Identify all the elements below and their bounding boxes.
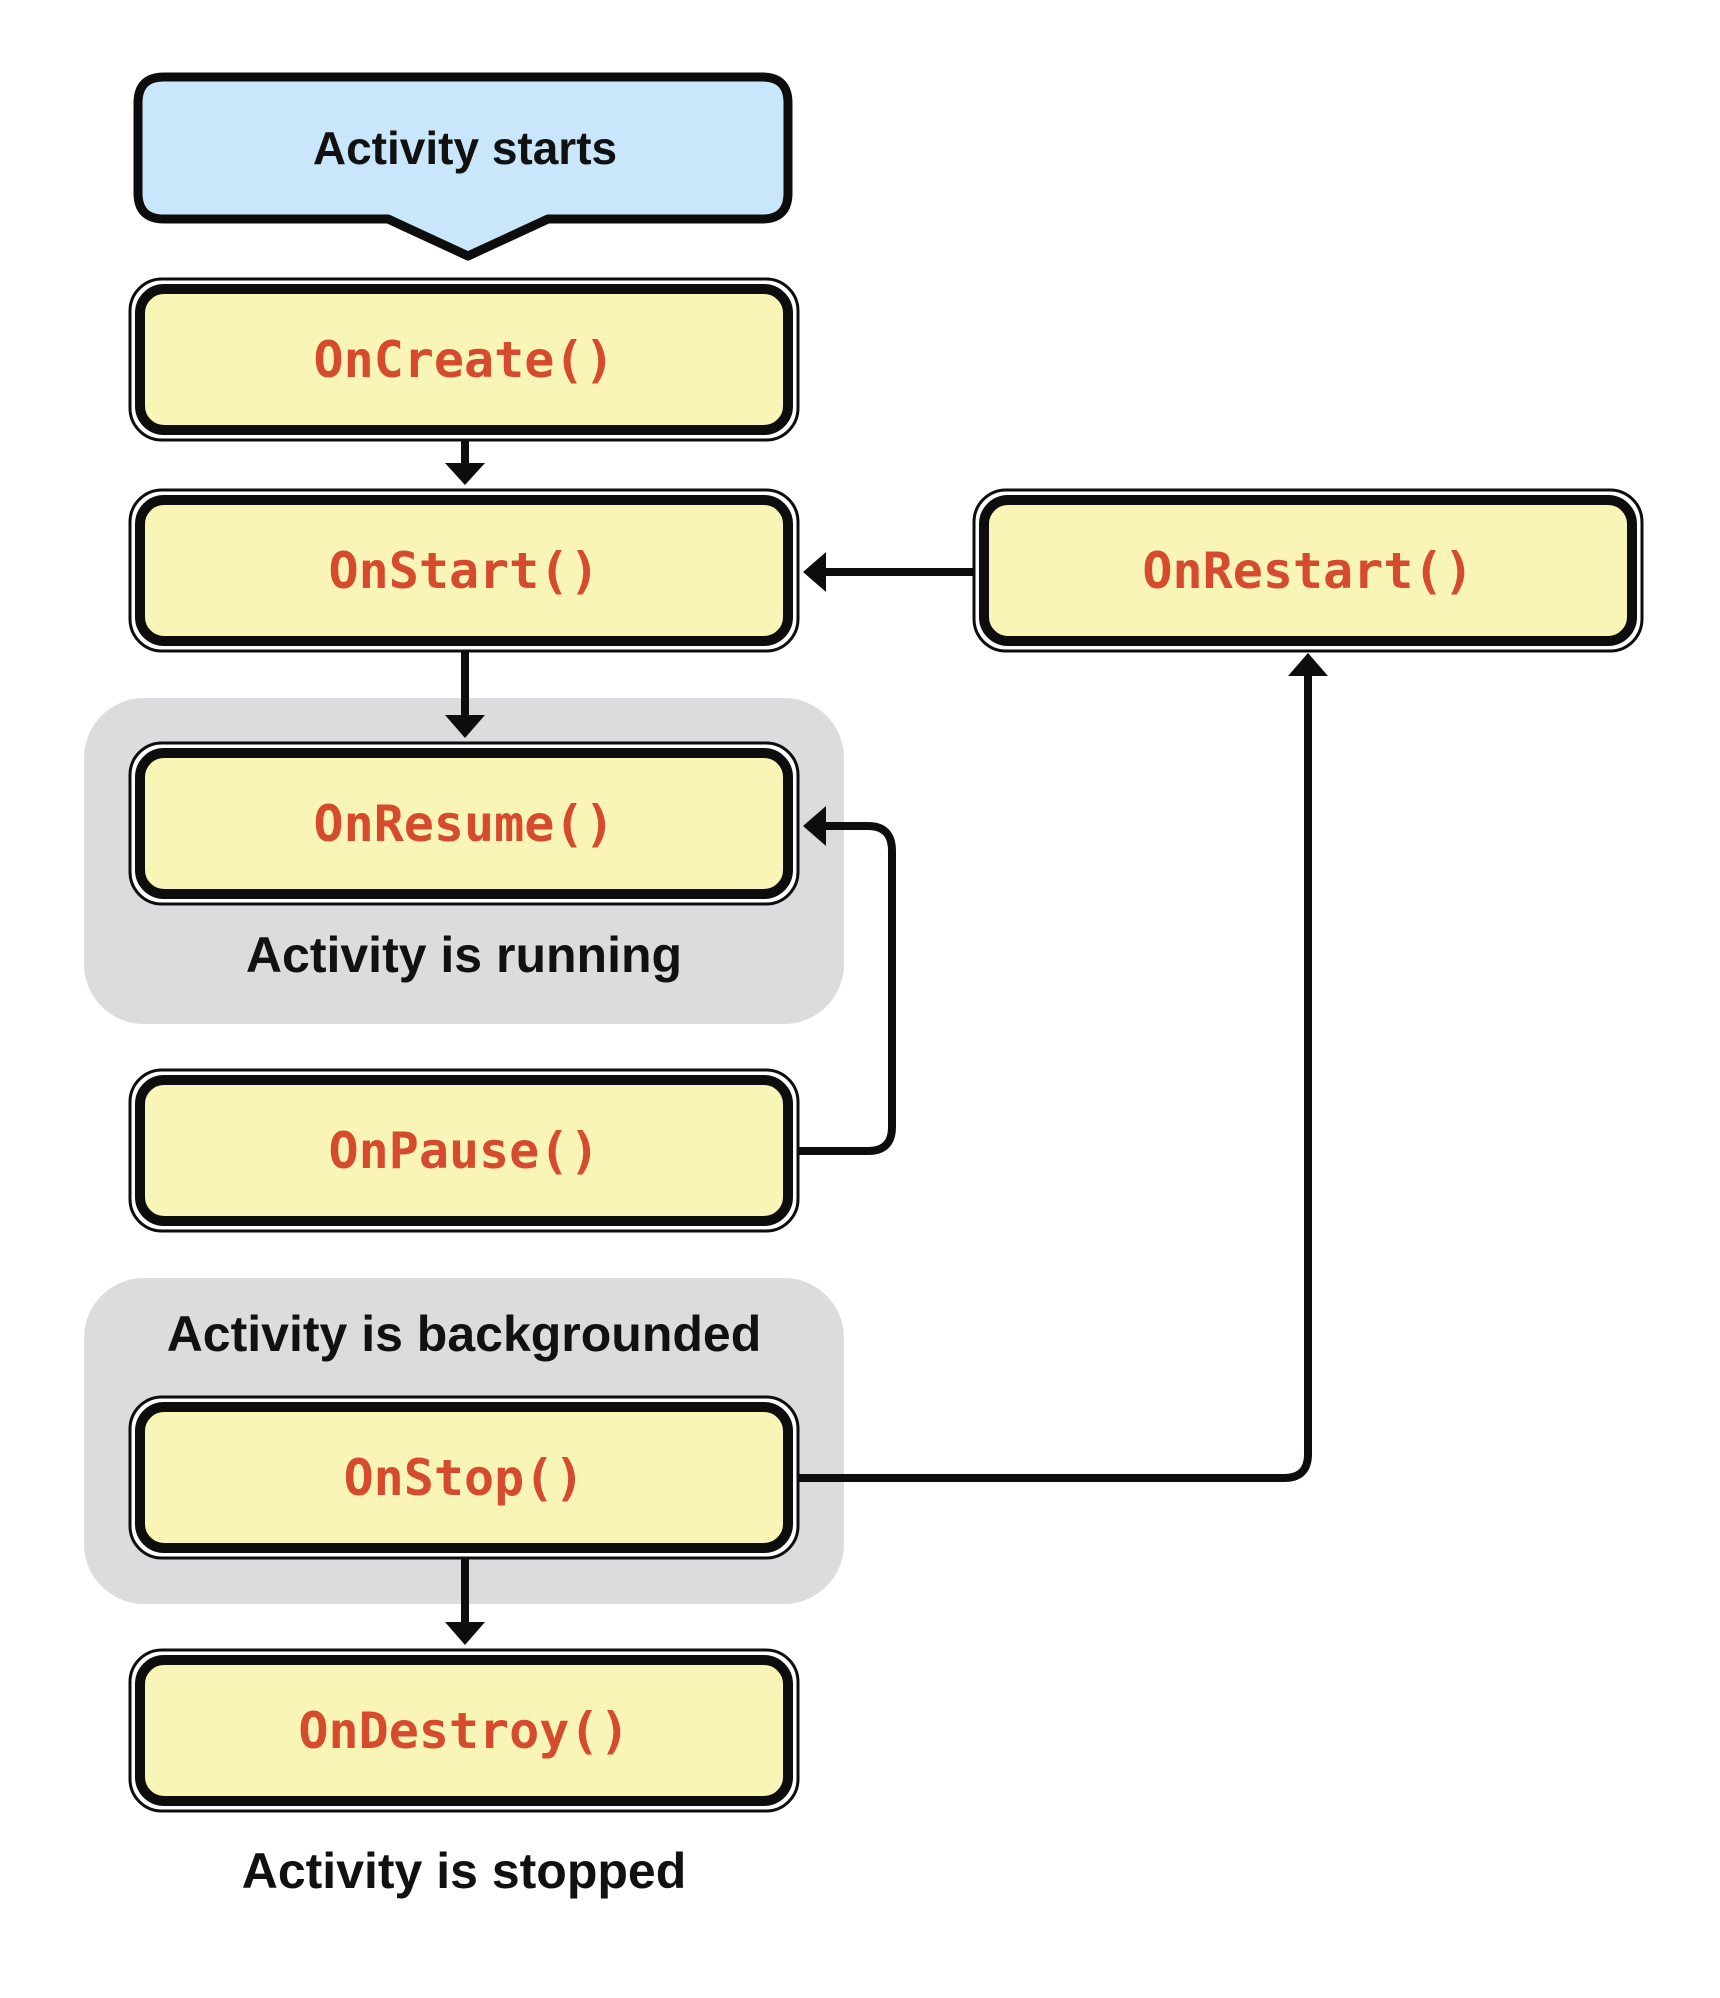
on-create-box-body: [135, 284, 793, 435]
start-to-resume-arrow: [445, 651, 485, 738]
on-start-label: OnStart(): [329, 542, 600, 600]
activity-starts-shape: [133, 72, 793, 261]
on-destroy-box-body: [135, 1655, 793, 1806]
on-start-box: OnStart(): [128, 488, 800, 653]
create-to-start-arrow: [445, 440, 485, 485]
on-create-label: OnCreate(): [313, 331, 614, 389]
on-resume-box: OnResume(): [128, 741, 800, 906]
on-pause-label: OnPause(): [329, 1122, 600, 1180]
on-destroy-box: OnDestroy(): [128, 1648, 800, 1813]
pause-to-resume-arrow: [798, 806, 896, 1155]
on-resume-label: OnResume(): [313, 795, 614, 853]
on-pause-box: OnPause(): [128, 1068, 800, 1233]
on-resume-box-body: [135, 748, 793, 899]
on-create-box: OnCreate(): [128, 277, 800, 442]
on-start-box-body: [135, 495, 793, 646]
on-stop-label: OnStop(): [344, 1449, 585, 1507]
on-stop-box: OnStop(): [128, 1395, 800, 1560]
stop-to-restart-arrow: [798, 653, 1328, 1482]
activity-starts-label: Activity starts: [313, 122, 617, 174]
backgrounded-state-label: Activity is backgrounded: [167, 1306, 762, 1362]
on-pause-box-body: [135, 1075, 793, 1226]
stop-to-destroy-arrow: [445, 1558, 485, 1645]
restart-to-start-arrow: [803, 552, 974, 592]
stopped-state-label: Activity is stopped: [242, 1843, 687, 1899]
on-destroy-label: OnDestroy(): [298, 1702, 629, 1760]
on-restart-box: OnRestart(): [972, 488, 1644, 653]
activity-starts-callout: Activity starts: [133, 72, 793, 261]
running-state-label: Activity is running: [246, 927, 682, 983]
on-stop-box-body: [135, 1402, 793, 1553]
on-restart-label: OnRestart(): [1142, 542, 1473, 600]
on-restart-box-body: [979, 495, 1637, 646]
